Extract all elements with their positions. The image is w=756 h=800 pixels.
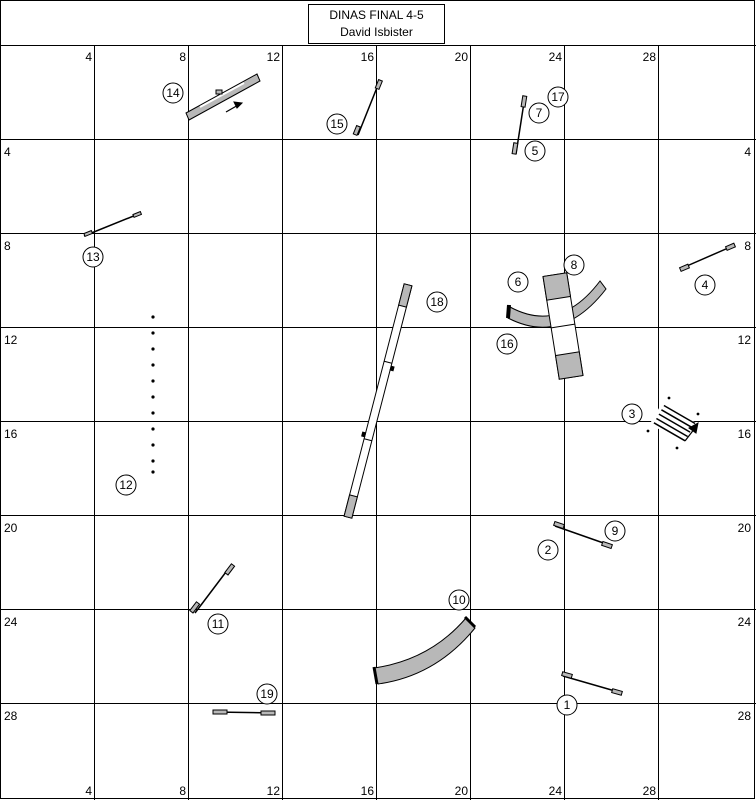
tire-3 <box>649 403 699 445</box>
jump-2-9 <box>552 520 614 550</box>
svg-text:19: 19 <box>260 687 274 701</box>
svg-text:2: 2 <box>545 543 552 557</box>
axis-labels: 4 8 12 16 20 24 28 4 8 12 16 20 24 28 4 … <box>4 50 751 798</box>
bottom-label: 20 <box>455 784 469 798</box>
right-label: 28 <box>738 709 752 723</box>
bottom-label: 16 <box>361 784 375 798</box>
svg-text:11: 11 <box>212 617 225 631</box>
obstacles <box>83 73 737 716</box>
jump-1 <box>561 671 623 696</box>
top-label: 4 <box>85 50 92 64</box>
jump-11 <box>189 563 236 614</box>
jump-5-7 <box>511 95 528 155</box>
number-3: 3 <box>621 403 643 425</box>
svg-text:10: 10 <box>452 593 466 607</box>
number-11: 11 <box>207 613 229 635</box>
tire-3-dots <box>646 396 700 450</box>
tunnel-10-end <box>372 666 379 685</box>
number-18: 18 <box>426 291 448 313</box>
svg-text:6: 6 <box>515 275 522 289</box>
jump-15 <box>352 78 384 137</box>
a-frame-8 <box>542 272 584 380</box>
bottom-label: 4 <box>85 784 92 798</box>
grid <box>0 45 756 800</box>
left-label: 4 <box>4 145 11 159</box>
right-label: 12 <box>738 333 752 347</box>
svg-text:7: 7 <box>536 106 543 120</box>
number-14: 14 <box>162 82 184 104</box>
sequence-numbers: 1 2 3 4 5 6 7 8 9 10 11 12 13 14 15 16 1… <box>82 82 716 716</box>
weave-poles-12 <box>151 315 155 474</box>
top-label: 8 <box>179 50 186 64</box>
svg-text:9: 9 <box>612 524 619 538</box>
number-17: 17 <box>547 86 569 108</box>
top-label: 28 <box>643 50 657 64</box>
left-label: 24 <box>4 615 18 629</box>
left-label: 20 <box>4 521 18 535</box>
svg-text:17: 17 <box>551 90 565 104</box>
number-6: 6 <box>507 271 529 293</box>
number-15: 15 <box>326 113 348 135</box>
number-12: 12 <box>115 474 137 496</box>
svg-text:15: 15 <box>330 117 344 131</box>
right-label: 20 <box>738 521 752 535</box>
svg-text:1: 1 <box>564 698 571 712</box>
number-5: 5 <box>524 140 546 162</box>
svg-text:4: 4 <box>702 278 709 292</box>
svg-text:3: 3 <box>629 407 636 421</box>
bottom-label: 28 <box>643 784 657 798</box>
dog-walk-18 <box>343 283 413 519</box>
course-title-box: DINAS FINAL 4-5 David Isbister <box>308 4 445 44</box>
number-2: 2 <box>537 539 559 561</box>
jump-19 <box>212 709 276 716</box>
svg-text:8: 8 <box>571 258 578 272</box>
judge-name: David Isbister <box>340 25 413 39</box>
number-19: 19 <box>256 683 278 705</box>
number-16: 16 <box>496 333 518 355</box>
svg-text:14: 14 <box>166 86 180 100</box>
left-label: 8 <box>4 239 11 253</box>
number-1: 1 <box>556 694 578 716</box>
tunnel-10 <box>373 617 476 685</box>
right-label: 16 <box>738 427 752 441</box>
svg-text:18: 18 <box>430 295 444 309</box>
number-4: 4 <box>694 274 716 296</box>
tunnel-10-end <box>463 615 477 629</box>
left-label: 16 <box>4 427 18 441</box>
svg-text:5: 5 <box>532 144 539 158</box>
number-13: 13 <box>82 246 104 268</box>
course-title: DINAS FINAL 4-5 <box>329 8 424 22</box>
jump-14 <box>185 73 261 121</box>
left-label: 12 <box>4 333 18 347</box>
right-label: 8 <box>744 239 751 253</box>
jump-13 <box>83 210 143 238</box>
tire-3-arrow <box>684 422 699 442</box>
bottom-label: 12 <box>267 784 281 798</box>
svg-text:13: 13 <box>86 250 100 264</box>
top-label: 16 <box>361 50 375 64</box>
top-label: 20 <box>455 50 469 64</box>
top-label: 24 <box>549 50 563 64</box>
number-10: 10 <box>448 589 470 611</box>
bottom-label: 24 <box>549 784 563 798</box>
number-9: 9 <box>604 520 626 542</box>
jump-4 <box>678 242 737 273</box>
tunnel-6-16 <box>507 280 607 328</box>
svg-text:12: 12 <box>119 478 133 492</box>
top-label: 12 <box>267 50 281 64</box>
bottom-label: 8 <box>179 784 186 798</box>
svg-text:16: 16 <box>500 337 514 351</box>
number-8: 8 <box>563 254 585 276</box>
right-label: 4 <box>744 145 751 159</box>
tunnel-6-16-end <box>506 304 511 319</box>
left-label: 28 <box>4 709 18 723</box>
number-7: 7 <box>528 102 550 124</box>
right-label: 24 <box>738 615 752 629</box>
